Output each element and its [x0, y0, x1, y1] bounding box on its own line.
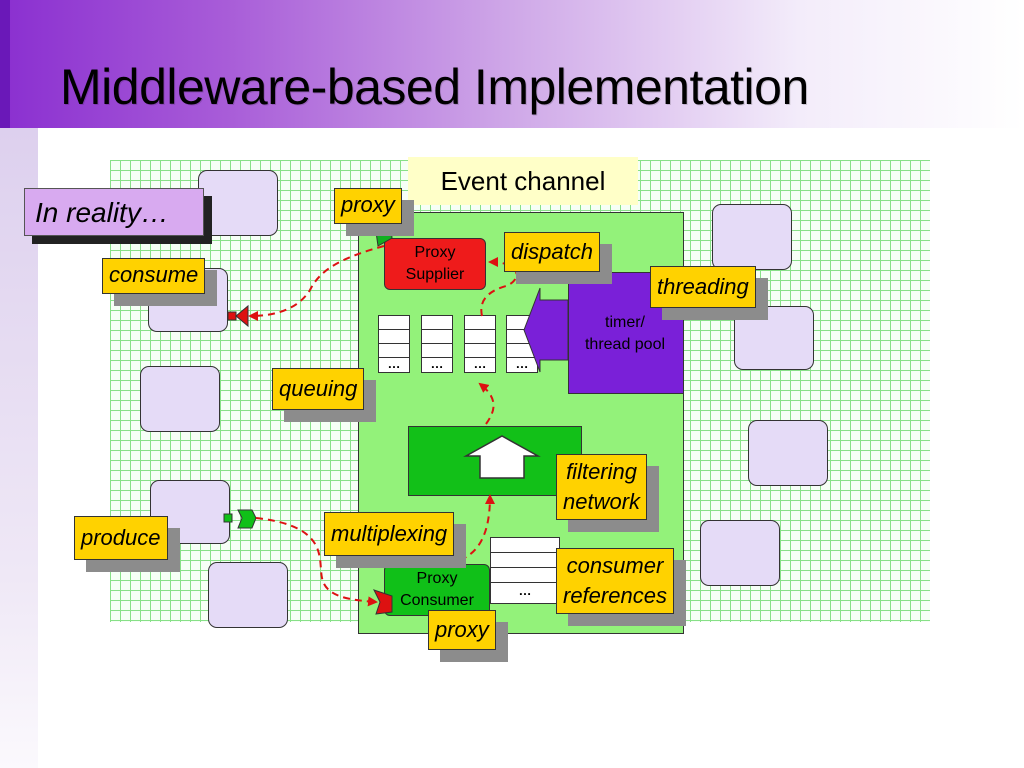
- callout-dispatch: dispatch: [504, 232, 600, 272]
- event-channel-label: Event channel: [408, 157, 638, 205]
- callout-proxy-top: proxy: [334, 188, 402, 224]
- proxy-supplier-line: Supplier: [405, 266, 465, 283]
- produce-plug: [237, 509, 257, 529]
- callout-line: filtering: [566, 459, 637, 484]
- timer-label-line: timer/: [605, 314, 645, 331]
- node: [734, 306, 814, 370]
- queue-ellipsis: …: [387, 356, 401, 371]
- node: [140, 366, 220, 432]
- node: [208, 562, 288, 628]
- timer-label-line: thread pool: [584, 336, 666, 353]
- callout-line: network: [563, 489, 641, 514]
- node: [700, 520, 780, 586]
- callout-threading: threading: [650, 266, 756, 308]
- arrow-supplier-to-consume: [248, 245, 385, 321]
- arrow-filter-to-queue: [478, 382, 495, 425]
- callout-multiplexing: multiplexing: [324, 512, 455, 556]
- timer-label: timer/ thread pool: [568, 312, 682, 356]
- filter-up-arrow: [463, 435, 541, 479]
- refs-ellipsis: …: [518, 583, 532, 598]
- queue-ellipsis: …: [473, 356, 487, 371]
- arrow-produce-to-consumer: [255, 517, 378, 607]
- callout-proxy-bottom: proxy: [428, 610, 496, 650]
- arrow-consumer-to-filter: [459, 494, 495, 561]
- timer-arrow: [523, 287, 569, 373]
- in-reality-note: In reality…: [24, 188, 204, 236]
- proxy-consumer-line: Proxy: [416, 570, 458, 587]
- proxy-consumer: Proxy Consumer: [384, 564, 490, 616]
- arrow-queue-to-supplier: [480, 257, 518, 317]
- proxy-supplier-line: Proxy: [414, 244, 456, 261]
- callout-consume: consume: [102, 258, 206, 294]
- consume-port: [227, 311, 237, 321]
- node: [198, 170, 278, 236]
- consume-plug: [235, 304, 249, 328]
- callout-line: consumer: [566, 553, 664, 578]
- proxy-consumer-line: Consumer: [400, 592, 474, 609]
- queue-ellipsis: …: [515, 356, 529, 371]
- callout-produce: produce: [74, 516, 168, 560]
- callout-filtering-network: filtering network: [556, 454, 648, 520]
- consumer-plug: [373, 589, 393, 615]
- event-queue: …: [421, 315, 453, 373]
- title-accent: [0, 0, 10, 128]
- callout-queuing: queuing: [272, 368, 365, 410]
- title-bar: [0, 0, 1024, 128]
- callout-consumer-references: consumer references: [556, 548, 674, 614]
- queue-ellipsis: …: [430, 356, 444, 371]
- produce-port: [223, 513, 233, 523]
- event-queue: …: [464, 315, 496, 373]
- callout-line: references: [563, 583, 667, 608]
- page-title: Middleware-based Implementation: [60, 59, 809, 115]
- node: [748, 420, 828, 486]
- proxy-supplier: Proxy Supplier: [384, 238, 486, 290]
- event-queue: …: [378, 315, 410, 373]
